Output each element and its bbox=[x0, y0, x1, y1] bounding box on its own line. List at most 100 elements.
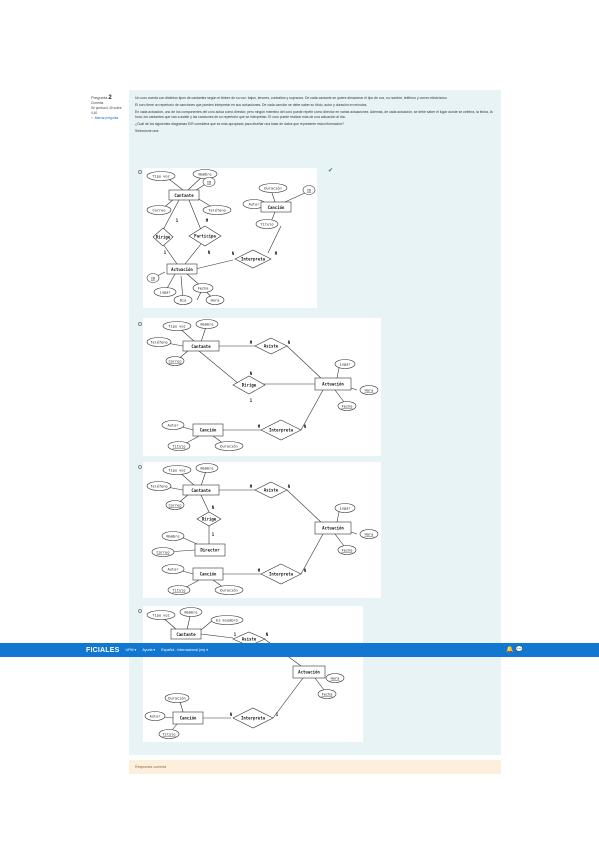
rel-dirige: Dirige bbox=[202, 517, 217, 522]
cardinality: 1 bbox=[176, 218, 179, 223]
entity-cantante: Cantante bbox=[176, 632, 196, 637]
footer-link-upm[interactable]: UPM ▾ bbox=[125, 648, 137, 652]
footer-link-ayuda[interactable]: Ayuda ▾ bbox=[142, 648, 156, 652]
flag-question-link[interactable]: ⚐ Marcar pregunta bbox=[91, 116, 119, 120]
attr-hora: Hora bbox=[211, 299, 220, 303]
footer-link-language[interactable]: Español - Internacional (es) ▾ bbox=[161, 648, 209, 652]
attr-tipo-voz: Tipo voz bbox=[152, 614, 169, 618]
cardinality: N bbox=[230, 712, 233, 717]
cardinality: N bbox=[250, 371, 253, 376]
entity-actuacion: Actuación bbox=[322, 382, 344, 387]
attr-lugar: Lugar bbox=[340, 507, 352, 511]
option-d-radio[interactable] bbox=[138, 609, 142, 613]
attr-duracion: Duración bbox=[220, 445, 237, 449]
attr-id: ID bbox=[151, 277, 155, 281]
option-c-radio[interactable] bbox=[138, 465, 142, 469]
attr-autor: Autor bbox=[168, 424, 180, 428]
attr-tipo-voz: Tipo voz bbox=[168, 469, 185, 473]
option-b-diagram[interactable]: Tipo voz Nombre Teléfono Correo Lugar Ho… bbox=[143, 318, 381, 456]
attr-hora: Hora bbox=[365, 533, 374, 537]
question-number: Pregunta 2 bbox=[91, 95, 112, 101]
entity-cantante: Cantante bbox=[174, 193, 194, 198]
chat-icon[interactable]: 💬 bbox=[515, 647, 523, 653]
attr-duracion: Duración bbox=[168, 697, 185, 701]
attr-correo: Correo bbox=[157, 551, 170, 555]
rel-interpreta: Interpreta bbox=[241, 257, 266, 262]
entity-cancion: Canción bbox=[268, 205, 285, 210]
question-paragraph: Un coro cuenta con distintos tipos de ca… bbox=[135, 96, 448, 100]
entity-director: Director bbox=[200, 548, 220, 553]
attr-hora: Hora bbox=[331, 677, 340, 681]
question-score: Se puntúa 0,40 sobre 0,40 bbox=[91, 106, 122, 115]
attr-telefono: Teléfono bbox=[150, 485, 167, 489]
cardinality: 1 bbox=[164, 250, 167, 255]
entity-cantante: Cantante bbox=[191, 344, 211, 349]
cardinality: N bbox=[304, 424, 307, 429]
entity-cantante: Cantante bbox=[191, 488, 211, 493]
cardinality: 1 bbox=[234, 632, 237, 637]
cardinality: 1 bbox=[250, 398, 253, 403]
cardinality: N bbox=[304, 568, 307, 573]
rel-interpreta: Interpreta bbox=[269, 572, 294, 577]
option-a-diagram[interactable]: Tipo voz Nombre ID Correo Teléfono ID Lu… bbox=[143, 168, 317, 308]
rel-asiste: Asiste bbox=[264, 488, 279, 493]
footer-brand: FICIALES bbox=[86, 646, 120, 654]
option-d-diagram[interactable]: Tipo voz Nombre Es miembro Hora Fecha Au… bbox=[143, 606, 363, 742]
cardinality: N bbox=[232, 251, 235, 256]
question-paragraph: En cada actuación, uno de los componente… bbox=[135, 110, 493, 119]
rel-interpreta: Interpreta bbox=[269, 428, 294, 433]
option-a-radio[interactable] bbox=[138, 170, 142, 174]
attr-duracion: Duración bbox=[220, 589, 237, 593]
cardinality: N bbox=[208, 250, 211, 255]
attr-titulo: Título bbox=[173, 445, 186, 449]
attr-telefono: Teléfono bbox=[208, 209, 225, 213]
rel-dirige: Dirige bbox=[156, 235, 171, 240]
rel-dirige: Dirige bbox=[242, 383, 257, 388]
entity-cancion: Canción bbox=[200, 572, 217, 577]
attr-fecha: Fecha bbox=[342, 405, 353, 409]
notification-icon[interactable]: 🔔 bbox=[506, 647, 514, 653]
option-c-diagram[interactable]: Tipo voz Nombre Teléfono Correo Nombre C… bbox=[143, 462, 381, 598]
entity-cancion: Canción bbox=[180, 716, 197, 721]
cardinality: M bbox=[250, 340, 253, 345]
attr-autor: Autor bbox=[150, 715, 162, 719]
cardinality: M bbox=[250, 484, 253, 489]
entity-actuacion: Actuación bbox=[322, 526, 344, 531]
question-text: Un coro cuenta con distintos tipos de ca… bbox=[135, 96, 495, 136]
attr-correo: Correo bbox=[169, 504, 182, 508]
correct-check-icon: ✔ bbox=[328, 168, 334, 174]
attr-lugar: Lugar bbox=[160, 291, 172, 295]
attr-telefono: Teléfono bbox=[150, 341, 167, 345]
attr-nombre: Nombre bbox=[201, 323, 214, 327]
attr-fecha: Fecha bbox=[342, 549, 353, 553]
attr-nombre: Nombre bbox=[167, 535, 180, 539]
entity-actuacion: Actuación bbox=[298, 670, 320, 675]
question-paragraph: ¿Cuál de los siguientes diagramas E/R co… bbox=[135, 122, 344, 126]
attr-id: ID bbox=[307, 189, 311, 193]
attr-id: ID bbox=[207, 181, 211, 185]
attr-fecha: Fecha bbox=[198, 287, 209, 291]
option-b-radio[interactable] bbox=[138, 322, 142, 326]
footer-icons: 🔔 💬 bbox=[506, 646, 523, 653]
rel-asiste: Asiste bbox=[264, 344, 279, 349]
attr-dia: Día bbox=[180, 299, 187, 303]
attr-titulo: Título bbox=[173, 589, 186, 593]
question-status: Correcta bbox=[91, 101, 104, 105]
attr-fecha: Fecha bbox=[322, 693, 333, 697]
question-info: Pregunta 2 Correcta Se puntúa 0,40 sobre… bbox=[91, 95, 123, 121]
cardinality: 1 bbox=[276, 712, 279, 717]
attr-titulo: Título bbox=[163, 733, 176, 737]
attr-correo: Correo bbox=[153, 209, 166, 213]
footer-bar: FICIALES UPM ▾ Ayuda ▾ Español - Interna… bbox=[0, 643, 599, 657]
select-prompt: Seleccione una: bbox=[135, 129, 160, 133]
attr-nombre: Nombre bbox=[201, 467, 214, 471]
attr-hora: Hora bbox=[365, 389, 374, 393]
attr-tipo-voz: Tipo voz bbox=[168, 325, 185, 329]
feedback-box: Respuesta correcta bbox=[129, 760, 501, 774]
flag-icon: ⚐ bbox=[91, 116, 94, 120]
attr-nombre: Nombre bbox=[185, 611, 198, 615]
attr-es-miembro: Es miembro bbox=[216, 619, 238, 623]
cardinality: M bbox=[275, 251, 278, 256]
attr-autor: Autor bbox=[168, 568, 180, 572]
attr-duracion: Duración bbox=[264, 187, 281, 191]
